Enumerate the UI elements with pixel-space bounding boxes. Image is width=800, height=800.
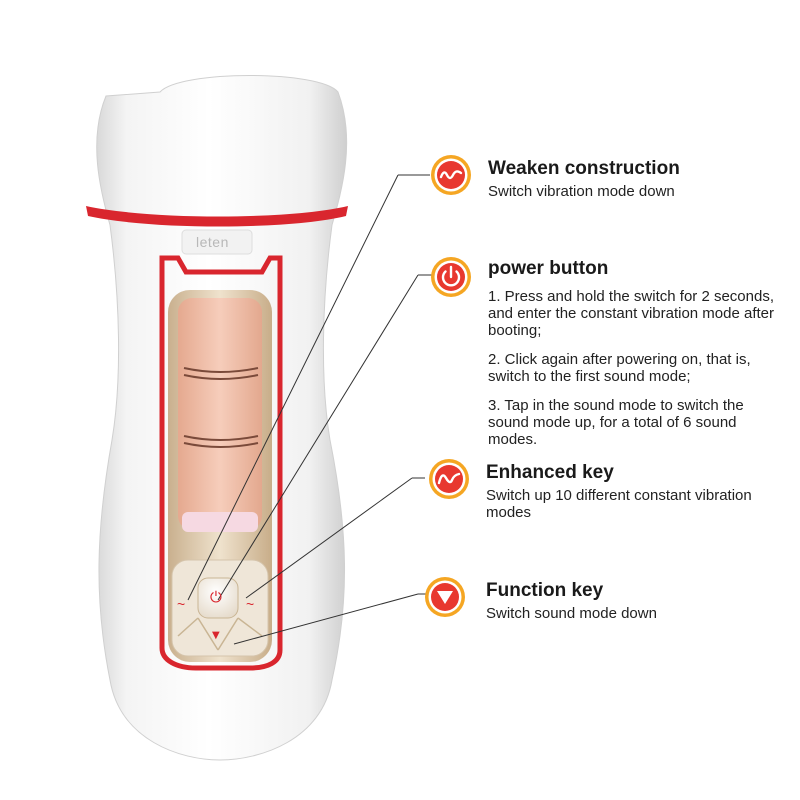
feature-title: Function key	[486, 580, 604, 601]
feature-desc: Switch sound mode down	[486, 605, 786, 622]
feature-weaken: Weaken construction Switch vibration mod…	[488, 158, 788, 200]
logo-tab	[181, 229, 253, 255]
feature-desc-line: 3. Tap in the sound mode to switch the s…	[488, 397, 744, 448]
triangle-down-icon	[425, 577, 465, 617]
panel-weaken-glyph: ~	[177, 596, 186, 612]
feature-desc: 1. Press and hold the switch for 2 secon…	[488, 288, 786, 448]
power-button-shape[interactable]	[197, 577, 239, 619]
red-band	[86, 206, 348, 227]
sleeve-base	[182, 512, 258, 532]
panel-function-glyph: ▼	[212, 630, 220, 641]
feature-desc: Switch up 10 different constant vibratio…	[486, 487, 786, 521]
feature-enhance: Enhanced key Switch up 10 different cons…	[486, 462, 786, 521]
feature-title: power button	[488, 258, 609, 279]
feature-desc-line: Switch up 10 different constant vibratio…	[486, 487, 752, 521]
feature-function: Function key Switch sound mode down	[486, 580, 786, 622]
feature-title: Enhanced key	[486, 462, 614, 483]
device-logo: leten	[196, 234, 229, 250]
wave-down-icon	[431, 155, 471, 195]
panel-enhance-glyph: ~	[246, 596, 255, 612]
wave-up-icon	[429, 459, 469, 499]
feature-power: power button 1. Press and hold the switc…	[488, 258, 786, 448]
power-icon	[431, 257, 471, 297]
feature-desc-line: 2. Click again after powering on, that i…	[488, 351, 751, 385]
red-panel-outline	[159, 255, 283, 671]
feature-desc-line: Switch sound mode down	[486, 605, 657, 622]
panel-power-glyph: ⏻	[210, 588, 222, 606]
feature-desc-line: 1. Press and hold the switch for 2 secon…	[488, 288, 775, 339]
feature-desc-line: Switch vibration mode down	[488, 183, 675, 200]
feature-desc: Switch vibration mode down	[488, 183, 788, 200]
sleeve-ridges	[183, 367, 259, 448]
sleeve-window	[178, 298, 262, 530]
panel-cross-lines	[177, 617, 263, 651]
feature-title: Weaken construction	[488, 158, 680, 179]
